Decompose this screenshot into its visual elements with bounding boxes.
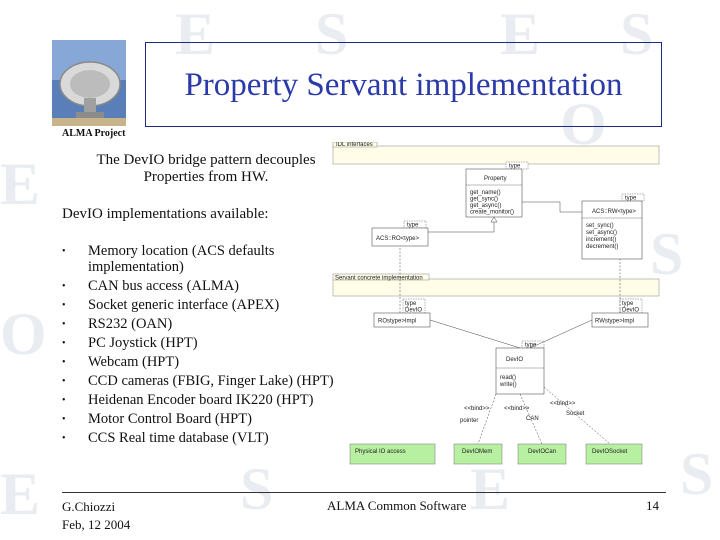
- list-item: • Webcam (HPT): [62, 354, 347, 371]
- property-op: get_name(): [470, 190, 501, 196]
- acs-ro-class-name: ACS::RO<type>: [376, 236, 420, 242]
- acs-ro-type-param: type: [407, 223, 419, 229]
- bullet-icon: •: [62, 357, 66, 369]
- devio-op: read(): [500, 375, 516, 381]
- list-item: • CAN bus access (ALMA): [62, 277, 347, 295]
- list-item-text: CCS Real time database (VLT): [88, 430, 269, 447]
- property-class-name: Property: [484, 176, 507, 182]
- property-class: [465, 168, 523, 218]
- list-item-text: PC Joystick (HPT): [88, 334, 198, 351]
- author-name: G.Chiozzi: [62, 499, 116, 514]
- property-op: create_monitor(): [470, 210, 514, 216]
- devio-op: write(): [499, 382, 517, 388]
- devio-class: [495, 347, 545, 395]
- rw-impl-param: DevIO: [622, 308, 639, 314]
- property-op: get_sync(): [470, 197, 498, 203]
- list-item-text: CCD cameras (FBIG, Finger Lake) (HPT): [88, 373, 334, 390]
- package-servant: [332, 278, 660, 297]
- list-item: • RS232 (OAN): [62, 315, 347, 333]
- devio-mem-class: [453, 443, 503, 465]
- uml-diagram: IDL interfaces type Property get_name() …: [332, 142, 660, 465]
- bullet-icon: •: [62, 299, 66, 311]
- list-item: • CCS Real time database (VLT): [62, 431, 347, 447]
- devio-socket-class: [585, 443, 643, 465]
- bullet-icon: •: [62, 337, 66, 349]
- acs-rw-class: [581, 200, 643, 260]
- list-item: • Motor Control Board (HPT): [62, 412, 347, 428]
- bind-stereotype: <<bind>>: [464, 406, 490, 412]
- watermark-letter: S: [240, 456, 274, 522]
- bullet-icon: •: [62, 246, 66, 257]
- devio-socket-name: DevIOSocket: [592, 449, 628, 455]
- bind-can-label: CAN: [526, 416, 539, 422]
- bind-socket-label: Socket: [566, 411, 585, 417]
- watermark-letter: O: [0, 301, 47, 367]
- list-item-text: CAN bus access (ALMA): [88, 277, 240, 294]
- footer-rule: [62, 492, 666, 493]
- devio-can-name: DevIOCan: [528, 449, 556, 455]
- title-frame: Property Servant implementation: [145, 42, 662, 127]
- slide-title: Property Servant implementation: [184, 67, 623, 103]
- acs-rw-type-param: type: [625, 196, 637, 202]
- watermark-letter: E: [0, 151, 41, 217]
- watermark-letter: E: [0, 461, 41, 527]
- intro-text: The DevIO bridge pattern decouples Prope…: [96, 152, 316, 185]
- page-number: 14: [646, 498, 659, 513]
- bind-stereotype: <<bind>>: [504, 406, 530, 412]
- list-item: • Memory location (ACS defaults implement…: [62, 243, 347, 275]
- rw-impl-class-name: RWstype>Impl: [595, 319, 634, 325]
- watermark-letter: S: [680, 441, 714, 507]
- devio-mem-name: DevIOMem: [462, 449, 492, 455]
- list-item: • CCD cameras (FBIG, Finger Lake) (HPT): [62, 373, 347, 390]
- ro-impl-param: DevIO: [405, 308, 422, 314]
- rw-impl-param: type: [622, 301, 634, 307]
- devio-implementations-list: • Memory location (ACS defaults implement…: [62, 243, 347, 451]
- ro-impl-param: type: [405, 301, 417, 307]
- package-physical: [349, 443, 436, 465]
- bullet-icon: •: [62, 376, 66, 388]
- list-item: • Heidenan Encoder board IK220 (HPT): [62, 392, 347, 409]
- alma-antenna-logo: [52, 40, 126, 126]
- bind-pointer-label: pointer: [460, 418, 478, 424]
- bullet-icon: •: [62, 280, 66, 292]
- footer-center-text: ALMA Common Software: [327, 498, 467, 513]
- property-op: get_async(): [470, 203, 501, 209]
- acs-rw-op: increment(): [586, 237, 616, 243]
- devio-can-class: [517, 443, 567, 465]
- bullet-icon: •: [62, 395, 66, 407]
- bullet-icon: •: [62, 433, 66, 445]
- list-item-text: Heidenan Encoder board IK220 (HPT): [88, 392, 314, 409]
- acs-rw-class-name: ACS::RW<type>: [592, 209, 636, 215]
- package-idl-label: IDL interfaces: [336, 142, 373, 148]
- property-type-param: type: [509, 164, 521, 170]
- bind-stereotype: <<bind>>: [550, 401, 576, 407]
- list-heading: DevIO implementations available:: [62, 206, 269, 222]
- acs-rw-op: set_async(): [586, 230, 617, 236]
- list-item: • PC Joystick (HPT): [62, 334, 347, 352]
- acs-rw-op: decrement(): [586, 244, 618, 250]
- package-physical-label: Physical IO access: [355, 449, 406, 455]
- ro-impl-class-name: ROstype>Impl: [378, 319, 416, 325]
- package-idl: [332, 145, 660, 165]
- presentation-date: Feb, 12 2004: [62, 517, 131, 532]
- package-servant-label: Servant concrete implementation: [335, 276, 423, 282]
- list-item: • Socket generic interface (APEX): [62, 296, 347, 314]
- devio-type-param: type: [525, 343, 537, 349]
- footer-author: G.Chiozzi Feb, 12 2004: [62, 498, 130, 534]
- list-item-text: RS232 (OAN): [88, 315, 173, 332]
- list-item-text: Webcam (HPT): [88, 354, 180, 371]
- list-item-text: Socket generic interface (APEX): [88, 296, 280, 313]
- project-label: ALMA Project: [62, 128, 126, 139]
- list-item-text: Motor Control Board (HPT): [88, 411, 252, 428]
- devio-class-name: DevIO: [506, 357, 523, 363]
- acs-rw-op: set_sync(): [586, 223, 614, 229]
- bullet-icon: •: [62, 318, 66, 330]
- bullet-icon: •: [62, 414, 66, 426]
- list-item-text: Memory location (ACS defaults implementa…: [88, 243, 275, 275]
